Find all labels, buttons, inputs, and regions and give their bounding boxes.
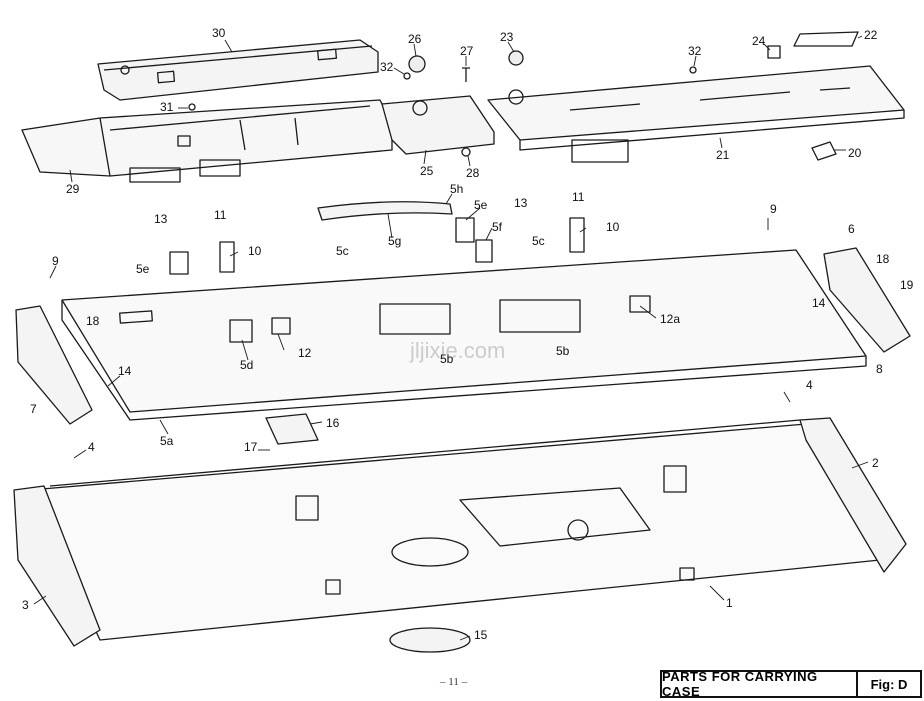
callout-4-a: 4 bbox=[806, 378, 813, 392]
part-23-knob bbox=[508, 50, 524, 66]
callout-30: 30 bbox=[212, 26, 226, 40]
callout-16: 16 bbox=[326, 416, 340, 430]
part-32-screw-a bbox=[403, 72, 411, 80]
callout-9-b: 9 bbox=[770, 202, 777, 216]
callout-12a: 12a bbox=[660, 312, 681, 326]
callout-11-a: 11 bbox=[214, 208, 227, 222]
callout-24: 24 bbox=[752, 34, 766, 48]
part-26-knob bbox=[408, 55, 426, 73]
title-block: PARTS FOR CARRYING CASE Fig: D bbox=[660, 669, 922, 699]
callout-5c-a: 5c bbox=[336, 244, 349, 258]
callout-28: 28 bbox=[466, 166, 480, 180]
part-10-bracket-a bbox=[219, 241, 235, 273]
callout-5e-b: 5e bbox=[136, 262, 150, 276]
callout-5h: 5h bbox=[450, 182, 464, 196]
callout-2: 2 bbox=[872, 456, 879, 470]
callout-15: 15 bbox=[474, 628, 488, 642]
page-number: – 11 – bbox=[440, 676, 468, 688]
part-6-end-cap bbox=[823, 247, 911, 353]
callout-10-a: 10 bbox=[248, 244, 262, 258]
callout-4-b: 4 bbox=[88, 440, 95, 454]
callout-7: 7 bbox=[30, 402, 37, 416]
part-24-block bbox=[767, 45, 781, 59]
callout-5a: 5a bbox=[160, 434, 174, 448]
callout-17: 17 bbox=[244, 440, 258, 454]
callout-13-b: 13 bbox=[514, 196, 528, 210]
part-28-ring bbox=[461, 147, 471, 157]
figure-label: Fig: D bbox=[870, 676, 908, 692]
part-22-plate bbox=[793, 31, 859, 47]
callout-27: 27 bbox=[460, 44, 474, 58]
part-7-end-cap bbox=[15, 305, 93, 425]
callout-18-a: 18 bbox=[876, 252, 890, 266]
callout-20: 20 bbox=[848, 146, 862, 160]
callout-5f: 5f bbox=[492, 220, 503, 234]
callout-5c-b: 5c bbox=[532, 234, 545, 248]
watermark: jljixie.com bbox=[410, 338, 506, 363]
part-2-end-cap bbox=[799, 417, 907, 573]
callout-5b-b: 5b bbox=[556, 344, 570, 358]
callout-6: 6 bbox=[848, 222, 855, 236]
callout-23: 23 bbox=[500, 30, 514, 44]
callout-32-b: 32 bbox=[688, 44, 702, 58]
part-5g-handle bbox=[317, 201, 453, 221]
part-16-latch bbox=[265, 413, 319, 445]
leader-lines bbox=[33, 35, 869, 641]
callout-14-a: 14 bbox=[812, 296, 826, 310]
callout-9-a: 9 bbox=[52, 254, 59, 268]
callout-31: 31 bbox=[160, 100, 174, 114]
callout-5g: 5g bbox=[388, 234, 402, 248]
part-5e-bracket bbox=[169, 251, 189, 275]
part-5a-rail bbox=[61, 249, 867, 421]
callout-5d: 5d bbox=[240, 358, 254, 372]
part-15-pad bbox=[389, 627, 471, 653]
callout-1: 1 bbox=[726, 596, 733, 610]
callout-11-b: 11 bbox=[572, 190, 585, 204]
callout-22: 22 bbox=[864, 28, 878, 42]
callout-10-b: 10 bbox=[606, 220, 620, 234]
part-21-right-cover bbox=[487, 65, 905, 163]
callout-26: 26 bbox=[408, 32, 422, 46]
part-10-bracket-b bbox=[569, 217, 585, 253]
figure-title: PARTS FOR CARRYING CASE bbox=[662, 669, 858, 699]
part-20-clip bbox=[811, 141, 837, 161]
callout-5e-a: 5e bbox=[474, 198, 488, 212]
part-31-screw bbox=[188, 103, 196, 111]
part-27-screw bbox=[462, 67, 470, 82]
callout-3: 3 bbox=[22, 598, 29, 612]
callout-5b-a: 5b bbox=[440, 352, 454, 366]
part-25-center-plate bbox=[381, 95, 495, 155]
callout-13-a: 13 bbox=[154, 212, 168, 226]
callout-12: 12 bbox=[298, 346, 312, 360]
callout-25: 25 bbox=[420, 164, 434, 178]
callout-19: 19 bbox=[900, 278, 914, 292]
part-3-end-cap bbox=[13, 485, 101, 647]
callout-29: 29 bbox=[66, 182, 80, 196]
part-30-top-cover bbox=[97, 39, 379, 101]
part-5e-bracket-b bbox=[455, 217, 475, 243]
callout-32-a: 32 bbox=[380, 60, 394, 74]
part-29-tray bbox=[21, 99, 393, 183]
part-32-screw-b bbox=[689, 66, 697, 74]
part-5f-bracket bbox=[475, 239, 493, 263]
part-1-base-case bbox=[29, 419, 881, 641]
callout-21: 21 bbox=[716, 148, 730, 162]
callout-14-b: 14 bbox=[118, 364, 132, 378]
callout-8: 8 bbox=[876, 362, 883, 376]
callout-18-b: 18 bbox=[86, 314, 100, 328]
